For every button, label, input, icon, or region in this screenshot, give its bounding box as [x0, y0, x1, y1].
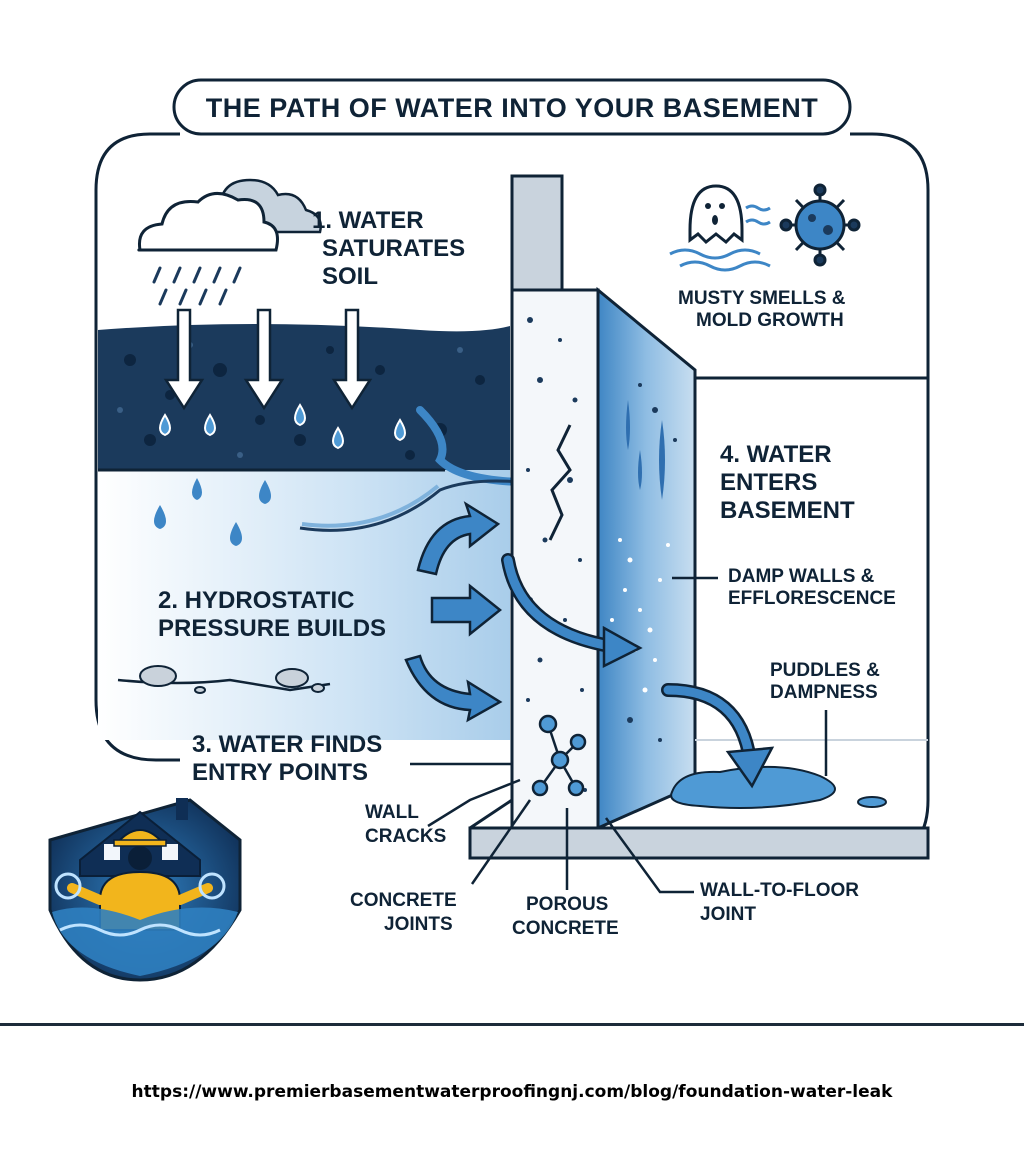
step3-line1: 3. WATER FINDS: [192, 731, 382, 758]
efflorescence-dots: [610, 538, 670, 693]
puddle-drop: [857, 796, 887, 808]
step1-line1: 1. WATER: [312, 207, 424, 234]
puddle-arrow-fill: [663, 685, 755, 765]
concrete-joints-line1: CONCRETE: [350, 890, 457, 911]
wall-floor-line2: JOINT: [700, 904, 756, 925]
title-pill: [172, 78, 852, 136]
musty-line1: MUSTY SMELLS &: [678, 288, 846, 309]
damp-line2: EFFLORESCENCE: [728, 588, 896, 609]
concrete-joints-line2: JOINTS: [384, 914, 453, 935]
step2-line2: PRESSURE BUILDS: [158, 615, 386, 642]
wall-drips: [626, 400, 665, 500]
falling-droplets: [154, 478, 271, 546]
wall-inner-face: [596, 286, 697, 831]
wall-cracks-leader: [427, 778, 521, 828]
ground-line: [117, 678, 331, 692]
wall-cracks-line1: WALL: [365, 802, 419, 823]
puddles-line2: DAMPNESS: [770, 682, 878, 703]
infiltration-arrows: [163, 308, 373, 411]
wall-above-grade: [510, 174, 564, 298]
pressure-arrows: [404, 501, 503, 723]
wall-floor-leader: [604, 817, 694, 894]
gravel-stones: [139, 665, 325, 694]
page-title: THE PATH OF WATER INTO YOUR BASEMENT: [206, 93, 819, 123]
mold-specks: [627, 383, 677, 742]
floor-slab: [468, 826, 930, 860]
porous-concrete-icon: [531, 714, 587, 797]
wall-crack: [548, 424, 572, 541]
damp-line1: DAMP WALLS &: [728, 566, 875, 587]
porous-line2: CONCRETE: [512, 918, 619, 939]
step3-line2: ENTRY POINTS: [192, 759, 368, 786]
puddle: [670, 765, 836, 809]
puddle-arrowhead: [725, 746, 775, 789]
step4-line3: BASEMENT: [720, 497, 855, 524]
step4-line1: 4. WATER: [720, 441, 832, 468]
footer-divider: [0, 1023, 1024, 1026]
step4-line2: ENTERS: [720, 469, 817, 496]
wall-cracks-line2: CRACKS: [365, 826, 446, 847]
musty-waves: [669, 204, 771, 272]
step2-line1: 2. HYDROSTATIC: [158, 587, 354, 614]
flow-swoosh-mid: [299, 479, 521, 532]
through-wall-arrow-fill: [503, 555, 615, 651]
outer-frame: [94, 132, 180, 762]
cloud-icon: [137, 178, 322, 252]
rain-lines: [152, 266, 242, 306]
musty-line2: MOLD GROWTH: [696, 310, 844, 331]
ghost-icon: [688, 184, 744, 245]
footing-step: [469, 798, 513, 830]
step1-line3: SOIL: [322, 263, 378, 290]
flow-swoosh-mid-fill: [301, 484, 440, 528]
footer-url[interactable]: https://www.premierbasementwaterproofing…: [131, 1082, 893, 1102]
soil-droplets: [159, 403, 406, 450]
soil-layer: [98, 324, 510, 470]
mold-spore-icon: [779, 183, 861, 267]
concrete-joints-leader: [470, 799, 532, 885]
step1-line2: SATURATES: [322, 235, 465, 262]
wall-floor-line1: WALL-TO-FLOOR: [700, 880, 859, 901]
through-wall-arrowhead: [602, 625, 643, 669]
puddles-line1: PUDDLES &: [770, 660, 880, 681]
porous-line1: POROUS: [526, 894, 608, 915]
worker-logo-icon: [48, 798, 242, 982]
